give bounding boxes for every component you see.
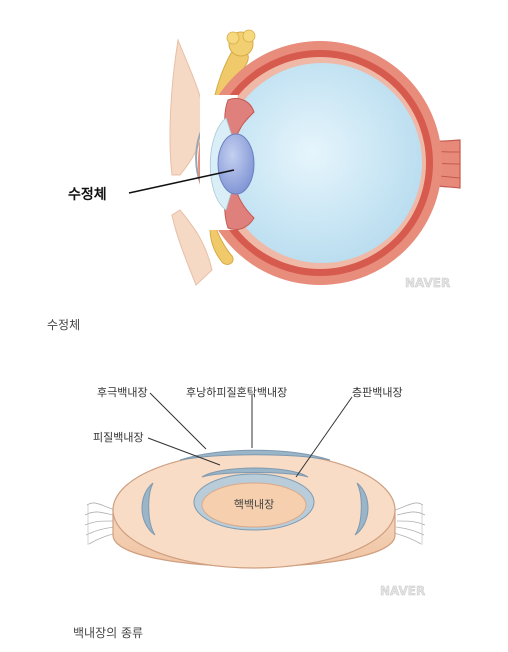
leader-posterior-polar [149, 392, 207, 450]
nucleus [201, 482, 307, 528]
leader-lamellar [295, 396, 353, 478]
leader-cortical [147, 437, 221, 466]
posterior-polar-cataract-label: 후극백내장 [97, 386, 148, 399]
zonule-fibers-left [84, 502, 117, 545]
naver-watermark: NAVER [405, 276, 450, 290]
posterior-subcapsular-cataract-label: 후낭하피질혼탁백내장 [186, 385, 287, 399]
nuclear-cataract-label: 핵백내장 [234, 498, 274, 511]
eye-figure-caption: 수정체 [47, 318, 81, 332]
naver-watermark-2: NAVER [380, 584, 425, 598]
cortical-cataract-label: 피질백내장 [93, 431, 144, 444]
lens-leader-line [128, 169, 235, 194]
lamellar-cataract-label: 층판백내장 [352, 386, 403, 399]
lamellar-ring [201, 467, 309, 478]
ciliary-body-upper [224, 98, 255, 139]
lens-label: 수정체 [68, 186, 107, 203]
cataract-types-diagram: 핵백내장 후극백내장 후낭하피질혼탁백내장 층판백내장 피질백내장 NAVER [84, 385, 426, 598]
vitreous-body [222, 63, 422, 263]
eye-cross-section-diagram: 수정체 NAVER [68, 29, 461, 290]
upper-eyelid [169, 38, 206, 176]
cortical-opacity-right [354, 482, 369, 536]
cataract-figure-caption: 백내장의 종류 [73, 626, 144, 640]
cortical-opacity-left [141, 482, 156, 536]
posterior-capsule-band [179, 449, 331, 461]
zonule-fibers-right [393, 502, 426, 545]
ciliary-body-lower [224, 189, 255, 231]
crystalline-lens [217, 133, 255, 195]
lower-gland [209, 224, 234, 265]
lower-eyelid [171, 209, 213, 286]
